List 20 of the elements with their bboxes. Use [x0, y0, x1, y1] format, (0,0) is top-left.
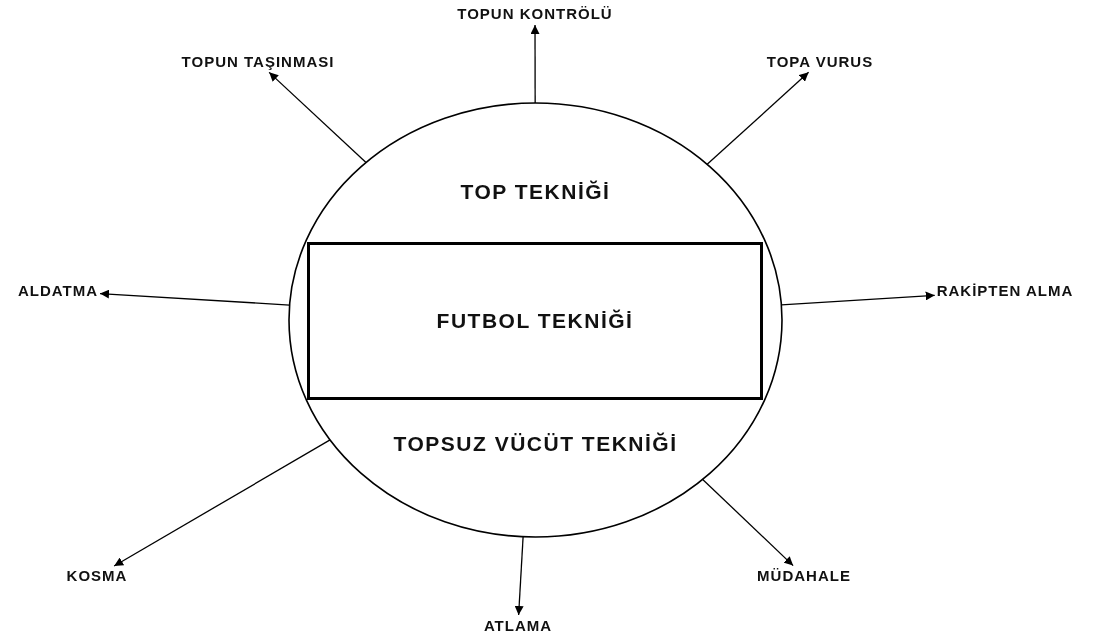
arrow	[268, 71, 367, 164]
arrow	[530, 24, 540, 104]
arrow	[706, 71, 810, 165]
arrow	[780, 291, 936, 306]
arrow	[514, 536, 524, 616]
process-box: FUTBOL TEKNİĞİ	[307, 242, 763, 400]
arrow	[702, 478, 794, 567]
node-label: KOSMA	[66, 567, 128, 585]
node-label: ALDATMA	[18, 282, 98, 300]
node-heading: TOPSUZ VÜCÜT TEKNİĞİ	[393, 432, 678, 456]
node-label: MÜDAHALE	[757, 567, 851, 585]
arrow	[113, 439, 331, 567]
node-heading: TOP TEKNİĞİ	[460, 180, 611, 204]
node-label: TOPUN TAŞINMASI	[181, 53, 335, 71]
arrow	[99, 289, 291, 306]
node-label: TOPA VURUS	[766, 53, 874, 71]
ellipse-node	[288, 102, 783, 538]
node-label: RAKİPTEN ALMA	[936, 282, 1074, 300]
node-label: TOPUN KONTRÖLÜ	[457, 5, 613, 23]
node-label: ATLAMA	[483, 617, 553, 635]
